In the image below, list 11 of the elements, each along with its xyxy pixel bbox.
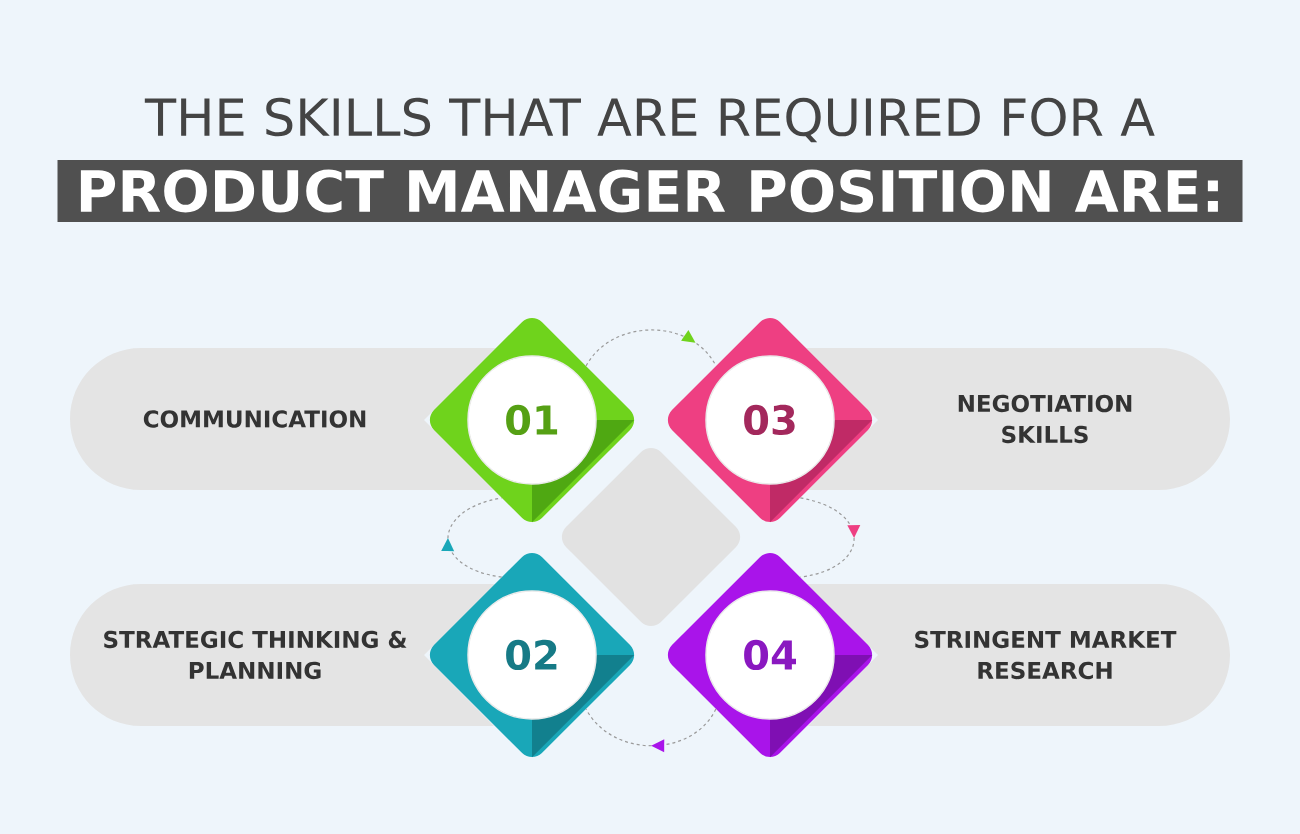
dashed-arrow xyxy=(799,497,861,578)
skill-pill: STRATEGIC THINKING & PLANNING xyxy=(70,584,496,726)
skill-pill: COMMUNICATION xyxy=(70,348,496,490)
center-diamond xyxy=(561,447,741,627)
title: THE SKILLS THAT ARE REQUIRED FOR A xyxy=(144,97,1155,143)
skill-pill: NEGOTIATION SKILLS xyxy=(806,348,1230,490)
skill-pill: STRINGENT MARKET RESEARCH xyxy=(806,584,1230,726)
dashed-arrow xyxy=(441,497,503,578)
dashed-arrow xyxy=(585,708,717,753)
dashed-arrow xyxy=(585,329,717,367)
title-band: PRODUCT MANAGER POSITION ARE: xyxy=(57,160,1243,222)
